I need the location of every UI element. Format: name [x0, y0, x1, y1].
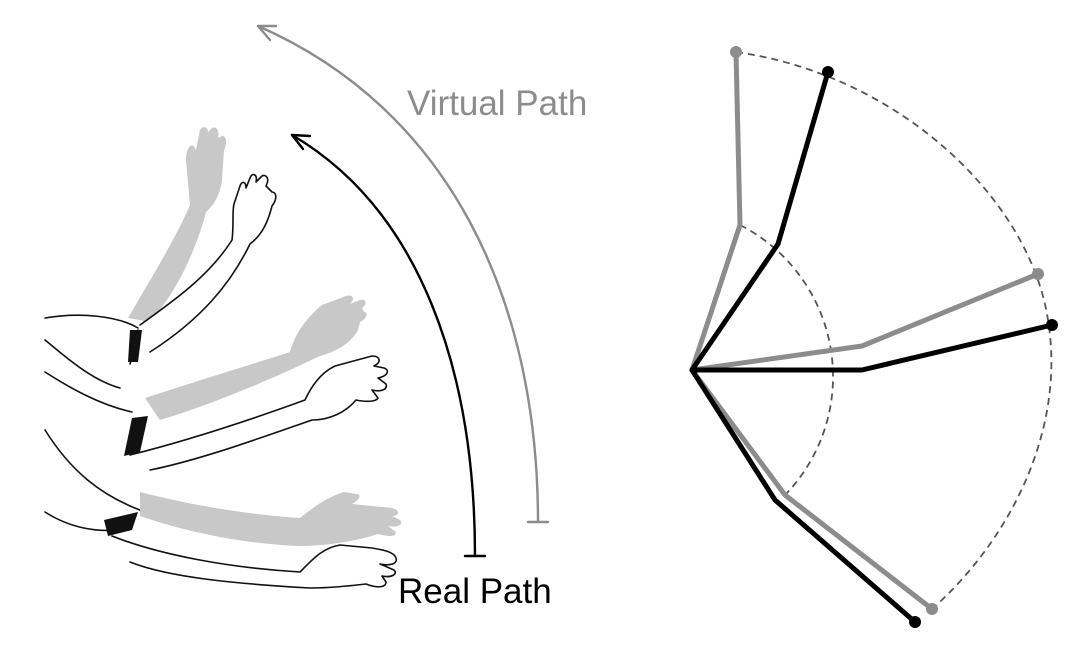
real-chain-bottom — [689, 367, 918, 625]
real-arm-top — [139, 173, 277, 353]
arm-illustration — [44, 24, 550, 589]
real-chain-middle — [689, 322, 1055, 373]
virtual-arm-top — [128, 127, 227, 322]
virtual-chain-middle — [689, 271, 1041, 373]
virtual-chain-bottom — [689, 367, 935, 612]
real-end-point — [909, 616, 921, 628]
torso-outline — [44, 314, 141, 532]
real-arm-middle — [129, 355, 389, 471]
armpit-shadow — [128, 330, 142, 362]
armpit-shadow — [124, 416, 148, 456]
real-chains — [689, 69, 1055, 625]
virtual-path-label: Virtual Path — [407, 84, 588, 123]
virtual-end-point — [730, 46, 742, 58]
kinematic-diagram — [689, 46, 1058, 628]
virtual-end-point — [1032, 268, 1044, 280]
real-end-points — [822, 66, 1058, 628]
real-path-arrow — [290, 133, 487, 558]
virtual-path-arrow — [256, 24, 550, 524]
real-path-label: Real Path — [398, 572, 552, 611]
hand-arc — [735, 51, 1053, 610]
real-end-point — [822, 66, 834, 78]
armpit-shadow — [104, 512, 138, 536]
virtual-arms — [128, 127, 402, 546]
virtual-chain-top — [689, 49, 743, 373]
virtual-arm-bottom — [140, 492, 402, 546]
real-end-point — [1046, 319, 1058, 331]
virtual-chains — [689, 49, 1041, 612]
virtual-arm-middle — [145, 295, 367, 420]
real-chain-top — [689, 69, 831, 373]
real-arm-bottom — [111, 535, 398, 589]
virtual-end-points — [730, 46, 1044, 615]
virtual-end-point — [926, 603, 938, 615]
real-arms — [111, 173, 398, 589]
